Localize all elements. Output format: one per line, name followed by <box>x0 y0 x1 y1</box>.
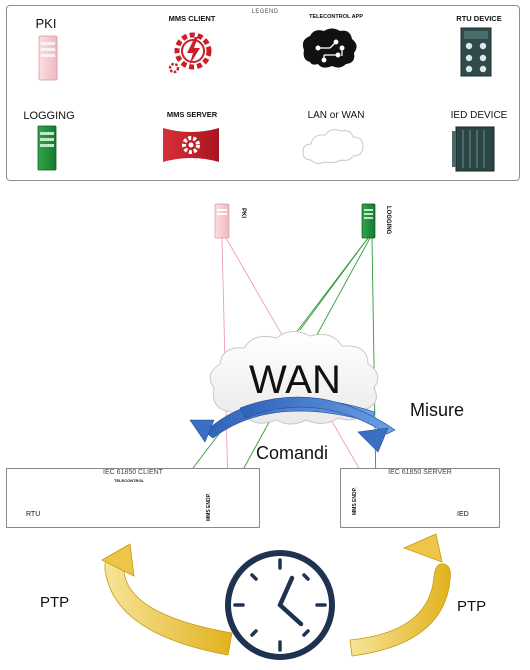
misure-arrow <box>189 396 396 453</box>
client-mms-endp-label: MMS ENDP. <box>206 493 212 521</box>
legend-telecontrol-icon <box>302 28 357 68</box>
server-ied-label: IED <box>457 511 469 518</box>
client-zone-title: IEC 61850 CLIENT <box>103 469 163 476</box>
wan-cloud <box>209 331 379 425</box>
legend-pki-icon <box>38 35 58 81</box>
server-zone-title: IEC 61850 SERVER <box>388 469 452 476</box>
logging-server-icon <box>361 203 376 239</box>
ptp-right-label: PTP <box>457 598 487 615</box>
ptp-left-label: PTP <box>40 594 70 611</box>
legend-title: LEGEND <box>251 9 279 15</box>
legend-rtu-label: RTU DEVICE <box>456 14 502 23</box>
legend-lan-wan-label: LAN or WAN <box>307 110 365 121</box>
client-telecontrol-label: TELECONTROL <box>114 478 144 483</box>
legend-mms-server-label: MMS SERVER <box>166 110 218 119</box>
legend-ied-icon <box>452 126 495 172</box>
legend-cloud-icon <box>302 129 364 165</box>
legend-pki-label: PKI <box>35 16 57 31</box>
ptp-right-arrow <box>349 533 451 657</box>
legend-rtu-icon <box>460 27 492 77</box>
legend-telecontrol-label: TELECONTROL APP <box>309 14 363 20</box>
legend-mms-server-icon <box>163 128 219 162</box>
logging-vertical-label: LOGGING <box>385 206 391 235</box>
comandi-label: Comandi <box>256 443 329 463</box>
legend-box <box>6 5 520 181</box>
clock-icon <box>225 550 335 660</box>
legend-mms-client-label: MMS CLIENT <box>168 14 216 23</box>
client-rtu-label: RTU <box>26 511 41 518</box>
server-mms-endp-label: MMS ENDP. <box>352 487 358 515</box>
ptp-left-arrow <box>101 543 233 656</box>
pki-vertical-label: PKI <box>240 208 246 219</box>
legend-logging-label: LOGGING <box>23 110 75 122</box>
legend-logging-icon <box>37 125 57 171</box>
misure-label: Misure <box>410 400 465 420</box>
wan-label: WAN <box>249 358 341 402</box>
legend-mms-client-icon <box>168 32 212 74</box>
iec61850-client-zone <box>6 468 260 528</box>
iec61850-server-zone <box>340 468 500 528</box>
legend-ied-label: IED DEVICE <box>450 110 508 121</box>
pki-server-icon <box>214 203 230 239</box>
